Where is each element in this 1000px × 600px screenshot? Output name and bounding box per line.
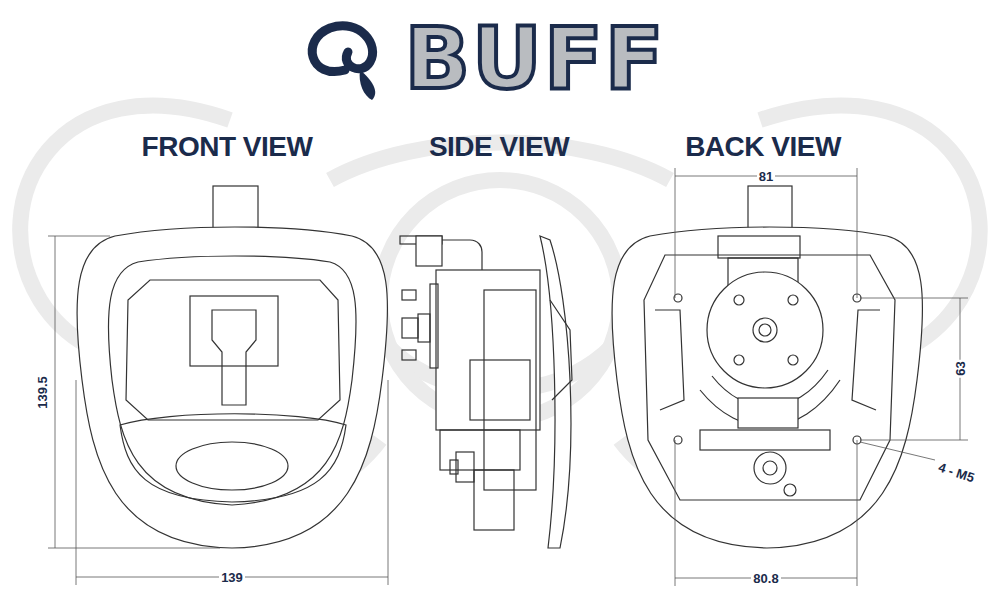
- dimension-lines: [48, 236, 388, 585]
- side-view: [400, 236, 572, 548]
- dimension-value: 81: [757, 169, 775, 184]
- dimension-value: 139.5: [34, 374, 49, 411]
- dimension-value: 80.8: [751, 571, 780, 586]
- dimension-value: 139: [219, 570, 245, 585]
- dimension-value: 63: [953, 359, 968, 377]
- dimension-lines: [675, 168, 968, 586]
- dimension-value: 4 - M5: [934, 459, 977, 486]
- view-heading: FRONT VIEW: [142, 133, 313, 161]
- back-view: [612, 186, 923, 548]
- brand-logo: BUFF: [405, 15, 666, 101]
- front-view: [77, 186, 388, 548]
- view-heading: SIDE VIEW: [429, 133, 569, 161]
- view-heading: BACK VIEW: [685, 133, 841, 161]
- logo-ram: [312, 26, 375, 100]
